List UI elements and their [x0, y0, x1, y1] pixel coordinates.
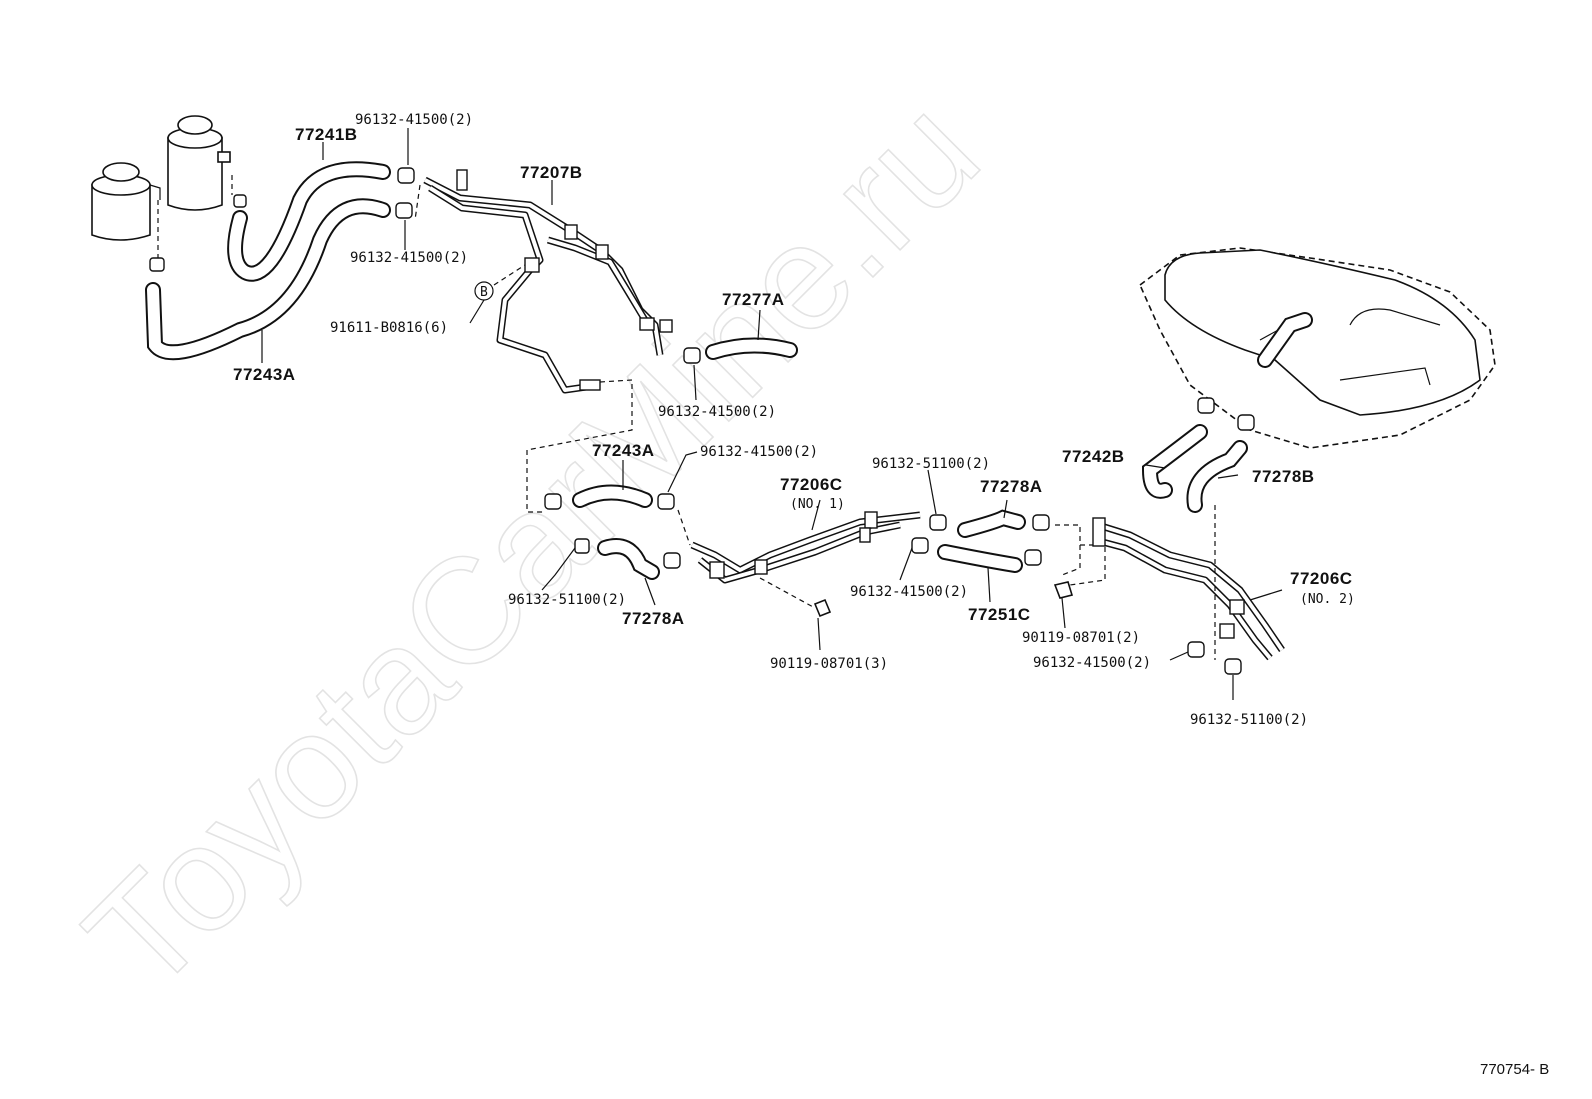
- clip-96132-51100-a: [574, 538, 590, 554]
- label-77206C-no2-sub: (NO. 2): [1300, 592, 1355, 607]
- label-ref-B: B: [480, 285, 488, 300]
- bolt-90119-b: [1053, 581, 1074, 599]
- hose-77278B: [1186, 440, 1248, 513]
- hose-77251C: [937, 544, 1023, 573]
- label-96132-51100-a: 96132-51100(2): [508, 592, 626, 608]
- clip-77278A-left: [663, 552, 681, 569]
- label-77206C-no2: 77206C: [1290, 569, 1353, 588]
- clip-tank-2: [1237, 414, 1255, 431]
- label-77206C-no1: 77206C: [780, 475, 843, 494]
- label-77278B: 77278B: [1252, 467, 1315, 486]
- clip-96132-41500-c: [683, 347, 701, 364]
- clip-96132-41500-b: [395, 202, 413, 219]
- hose-77278A-right: [957, 509, 1026, 538]
- label-77243A-mid: 77243A: [592, 441, 655, 460]
- label-96132-41500-d: 96132-41500(2): [700, 444, 818, 460]
- charcoal-canister-large: [167, 115, 231, 211]
- clip-96132-41500-d: [657, 493, 675, 510]
- pipe-77206C-no1: [690, 511, 921, 584]
- label-96132-41500-c: 96132-41500(2): [658, 404, 776, 420]
- clip-right-2: [1024, 549, 1042, 566]
- bolt-90119-a: [813, 598, 832, 618]
- clip-96132-51100-b: [929, 514, 947, 531]
- hose-77278A-left: [597, 538, 660, 580]
- clip-mid-left: [544, 493, 562, 510]
- pipe-77206C-no2: [1092, 517, 1285, 661]
- label-77206C-no1-sub: (NO. 1): [790, 497, 845, 512]
- figure-id: 770754- B: [1480, 1061, 1549, 1078]
- label-91611-B0816: 91611-B0816(6): [330, 320, 448, 336]
- clip-96132-51100-c: [1224, 658, 1242, 675]
- hose-77243A-top: [145, 198, 391, 361]
- label-77277A: 77277A: [722, 290, 785, 309]
- hose-77242B: [1141, 424, 1208, 499]
- label-96132-51100-c: 96132-51100(2): [1190, 712, 1308, 728]
- fuel-tank: [1139, 247, 1496, 449]
- label-77251C: 77251C: [968, 605, 1031, 624]
- clip-canister-2: [233, 194, 247, 208]
- charcoal-canister-small: [91, 162, 161, 241]
- label-90119-08701-a: 90119-08701(3): [770, 656, 888, 672]
- hose-77277A: [705, 337, 798, 360]
- clip-96132-41500-a: [397, 167, 415, 184]
- label-77242B: 77242B: [1062, 447, 1125, 466]
- clip-96132-41500-f: [1187, 641, 1205, 658]
- label-77278A-right: 77278A: [980, 477, 1043, 496]
- pipe-assembly-77207B: [423, 169, 673, 394]
- label-96132-41500-e: 96132-41500(2): [850, 584, 968, 600]
- label-96132-51100-b: 96132-51100(2): [872, 456, 990, 472]
- label-90119-08701-b: 90119-08701(2): [1022, 630, 1140, 646]
- label-96132-41500-f: 96132-41500(2): [1033, 655, 1151, 671]
- clip-tank-1: [1197, 397, 1215, 414]
- label-77278A-left: 77278A: [622, 609, 685, 628]
- label-77207B: 77207B: [520, 163, 583, 182]
- label-96132-41500-b: 96132-41500(2): [350, 250, 468, 266]
- label-96132-41500-a: 96132-41500(2): [355, 112, 473, 128]
- clip-right-1: [1032, 514, 1050, 531]
- hose-77243A-mid: [572, 484, 653, 508]
- label-77243A-top: 77243A: [233, 365, 296, 384]
- label-77241B: 77241B: [295, 125, 358, 144]
- clip-96132-41500-e: [911, 537, 929, 554]
- hose-77241B: [227, 161, 391, 282]
- clip-canister-1: [149, 257, 165, 272]
